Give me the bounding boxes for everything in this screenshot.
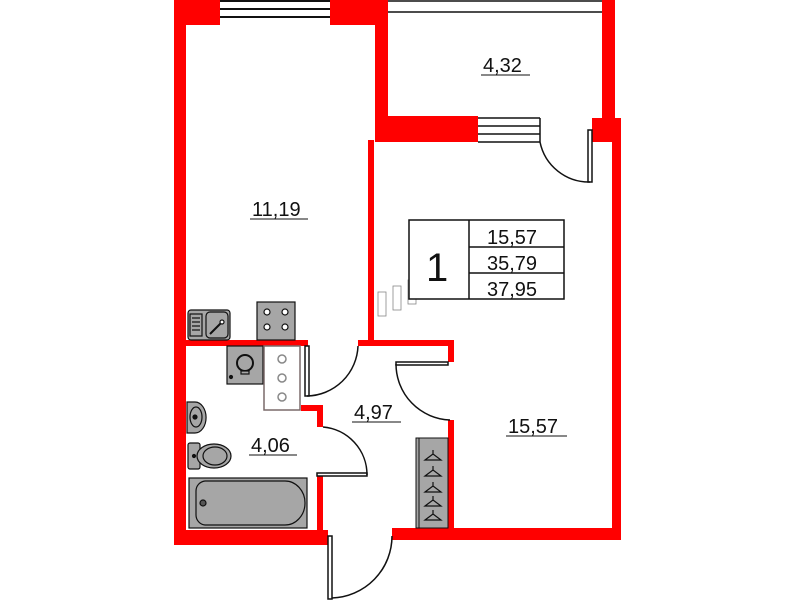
kitchen-window: [220, 0, 330, 25]
room-area-balcony: 4,32: [481, 55, 530, 77]
walls: [174, 0, 621, 545]
wardrobe-icon: [415, 437, 449, 529]
washbasin-icon: [186, 401, 207, 434]
total-area-value: 35,79: [487, 253, 537, 275]
sink-icon: [187, 309, 231, 341]
svg-text:4,32: 4,32: [483, 55, 522, 77]
rooms-count: 1: [426, 246, 448, 290]
total-area-balcony-value: 37,95: [487, 279, 537, 301]
boiler-cabinet-icon: [263, 345, 301, 411]
svg-text:4,97: 4,97: [354, 402, 393, 424]
room-area-bathroom: 4,06: [249, 435, 297, 457]
balcony-door[interactable]: [539, 129, 593, 183]
washing-machine-icon: [226, 345, 264, 385]
svg-text:4,06: 4,06: [251, 435, 290, 457]
bathtub-icon: [188, 477, 308, 529]
kitchen-door[interactable]: [304, 345, 359, 397]
balcony-railing: [388, 0, 602, 13]
toilet-icon: [187, 442, 232, 470]
living-room-door[interactable]: [395, 361, 451, 421]
svg-text:15,57: 15,57: [508, 416, 558, 438]
room-area-hallway: 4,97: [352, 402, 401, 424]
entrance-door[interactable]: [327, 535, 393, 600]
summary-table: 1 15,57 35,79 37,95: [408, 219, 565, 301]
bathroom-door[interactable]: [316, 426, 368, 477]
room-area-living-room: 15,57: [506, 416, 567, 438]
living-area-value: 15,57: [487, 227, 537, 249]
room-area-kitchen: 11,19: [250, 199, 308, 221]
stove-icon: [256, 301, 296, 341]
balcony-window: [478, 117, 541, 143]
svg-text:11,19: 11,19: [252, 199, 301, 221]
